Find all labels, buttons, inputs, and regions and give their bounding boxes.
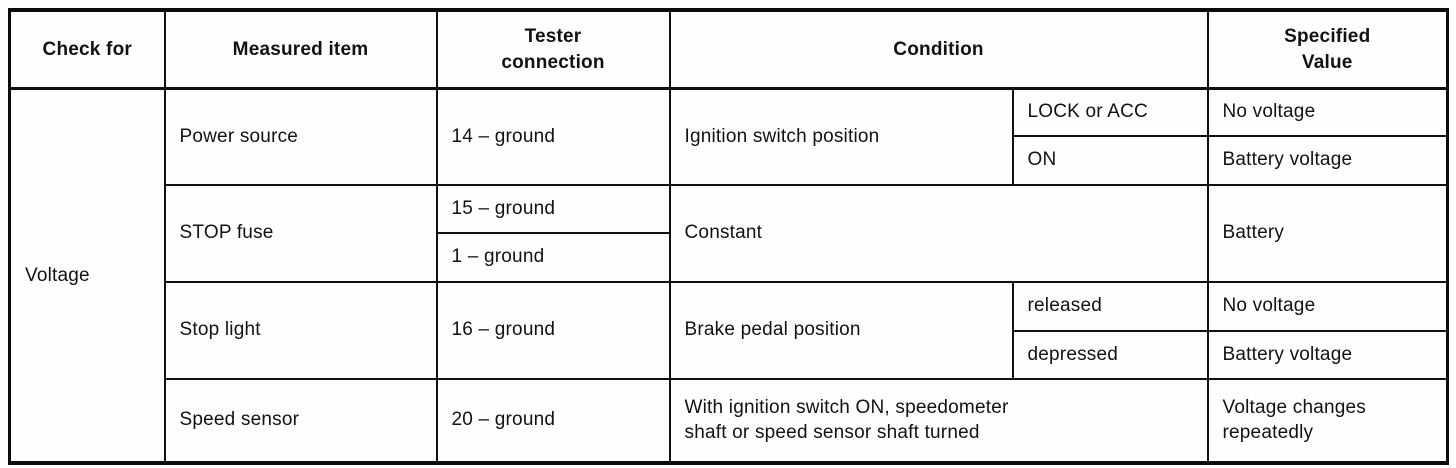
cell-condition-state-released: released (1011, 280, 1209, 332)
cell-condition-brake-pedal: Brake pedal position (668, 280, 1014, 380)
cell-condition-ignition-switch: Ignition switch position (668, 87, 1014, 186)
table-row: Stop light 16 – ground Brake pedal posit… (10, 280, 1449, 380)
header-measured-item: Measured item (163, 9, 438, 90)
header-check-for: Check for (8, 9, 166, 90)
table-row: 1 – ground (10, 231, 1448, 283)
cell-condition-constant: Constant (668, 183, 1209, 283)
cell-tester-connection-20: 20 – ground (435, 377, 671, 464)
cell-specified-value: No voltage (1206, 280, 1449, 332)
header-specified-value: Specified Value (1206, 9, 1449, 90)
header-condition: Condition (668, 9, 1209, 90)
cell-check-for: Voltage (8, 87, 166, 464)
cell-condition-state-depressed: depressed (1011, 329, 1209, 380)
table-row: Voltage Power source 14 – ground Ignitio… (8, 87, 1449, 464)
table-row: Speed sensor 20 – ground With ignition s… (10, 377, 1449, 464)
cell-condition-state-on: ON (1011, 134, 1209, 186)
table-row: ON Battery voltage (10, 134, 1449, 186)
cell-measured-item-stop-light: Stop light (163, 280, 438, 380)
cell-tester-connection-16: 16 – ground (435, 280, 671, 380)
voltage-check-table: Check for Measured item Tester connectio… (8, 9, 1449, 464)
cell-condition-speed-sensor: With ignition switch ON, speedometer sha… (668, 377, 1209, 464)
cell-measured-item-power-source: Power source (163, 87, 438, 186)
cell-specified-value: Battery voltage (1206, 134, 1449, 186)
cell-specified-value: Battery voltage (1206, 329, 1449, 380)
cell-tester-connection-14: 14 – ground (435, 87, 671, 186)
cell-specified-value: Voltage changes repeatedly (1206, 377, 1449, 464)
table-row: depressed Battery voltage (10, 329, 1449, 380)
cell-measured-item-stop-fuse: STOP fuse (163, 183, 438, 283)
cell-specified-value: Battery (1206, 183, 1449, 283)
table-row: STOP fuse 15 – ground Constant Battery (10, 183, 1449, 283)
cell-specified-value: No voltage (1206, 87, 1449, 137)
cell-condition-state-lock-acc: LOCK or ACC (1011, 87, 1209, 137)
header-tester-connection: Tester connection (435, 9, 671, 90)
cell-tester-connection-1: 1 – ground (435, 231, 671, 283)
cell-measured-item-speed-sensor: Speed sensor (163, 377, 438, 464)
header-row: Check for Measured item Tester connectio… (8, 9, 1449, 90)
cell-tester-connection-15: 15 – ground (435, 183, 671, 234)
